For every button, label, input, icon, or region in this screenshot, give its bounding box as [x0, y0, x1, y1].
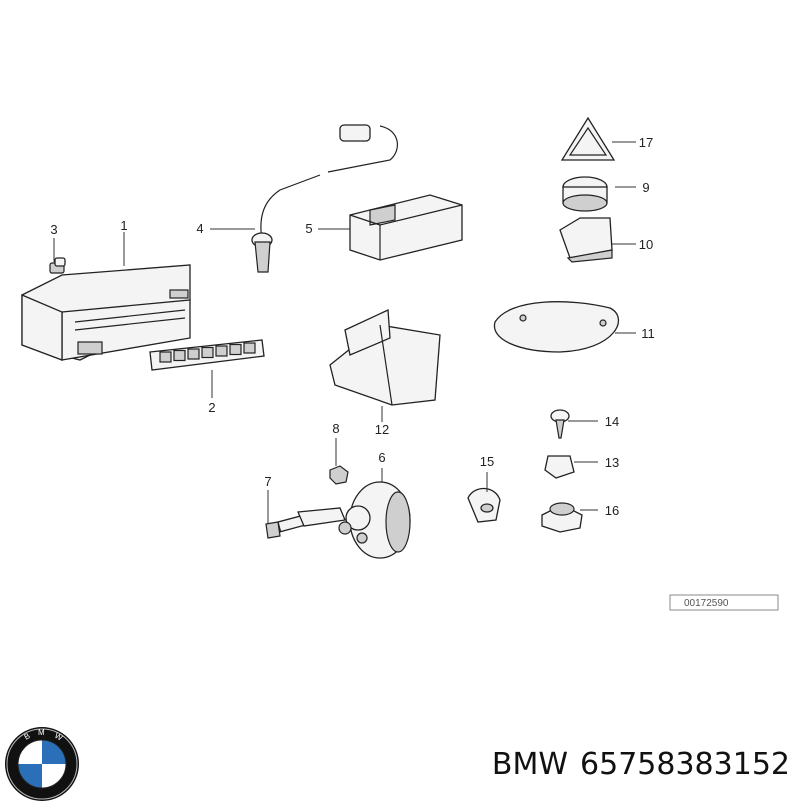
part-10-clip-holder	[559, 217, 613, 263]
callout-3: 3	[50, 222, 57, 237]
callout-1: 1	[120, 218, 127, 233]
callout-8: 8	[332, 421, 339, 436]
callout-15: 15	[480, 454, 494, 469]
callout-11: 11	[641, 326, 655, 341]
callout-5: 5	[305, 221, 312, 236]
strip-button	[243, 342, 256, 354]
horn-bracket	[297, 507, 346, 527]
part-1-control-unit	[21, 264, 191, 361]
callout-4: 4	[196, 221, 203, 236]
brand-name: BMW	[491, 747, 569, 782]
part-14-screw	[550, 409, 570, 439]
part-number-caption: BMW 65758383152	[410, 740, 790, 790]
svg-text:W: W	[53, 731, 64, 743]
part-16-expansion-nut	[541, 502, 583, 533]
reference-number: 00172590	[684, 598, 729, 609]
callout-9: 9	[642, 180, 649, 195]
strip-button	[215, 345, 228, 357]
strip-button	[201, 346, 214, 359]
callout-10: 10	[639, 237, 653, 252]
callout-13: 13	[605, 455, 619, 470]
part-11-cover-plate	[493, 301, 620, 353]
part-2-button-strip	[149, 339, 265, 371]
callout-2: 2	[208, 400, 215, 415]
part-number: 65758383152	[580, 747, 790, 782]
part-3-bulb	[49, 257, 66, 274]
part-8-nut	[329, 465, 349, 485]
part-4-temperature-sensor	[251, 124, 398, 273]
part-15-cable-clip	[467, 487, 501, 523]
strip-button	[159, 351, 172, 363]
reference-number-box	[669, 594, 779, 611]
svg-text:M: M	[38, 728, 45, 737]
callout-16: 16	[605, 503, 619, 518]
strip-button	[173, 349, 186, 362]
callout-7: 7	[264, 474, 271, 489]
callout-17: 17	[639, 135, 653, 150]
part-13-clip-nut	[544, 455, 575, 479]
bmw-logo: B M W	[5, 727, 79, 801]
part-7-bolt	[265, 514, 305, 539]
part-6-horn	[338, 481, 411, 559]
strip-button	[187, 348, 200, 360]
svg-text:B: B	[23, 731, 32, 741]
part-9-grommet	[562, 176, 608, 212]
part-17-warning-label	[560, 116, 616, 161]
callout-14: 14	[605, 414, 619, 429]
callout-12: 12	[375, 422, 389, 437]
part-12-holder-bracket	[329, 309, 441, 406]
part-5-relay-module	[349, 194, 463, 261]
strip-button	[229, 343, 242, 356]
callout-6: 6	[378, 450, 385, 465]
